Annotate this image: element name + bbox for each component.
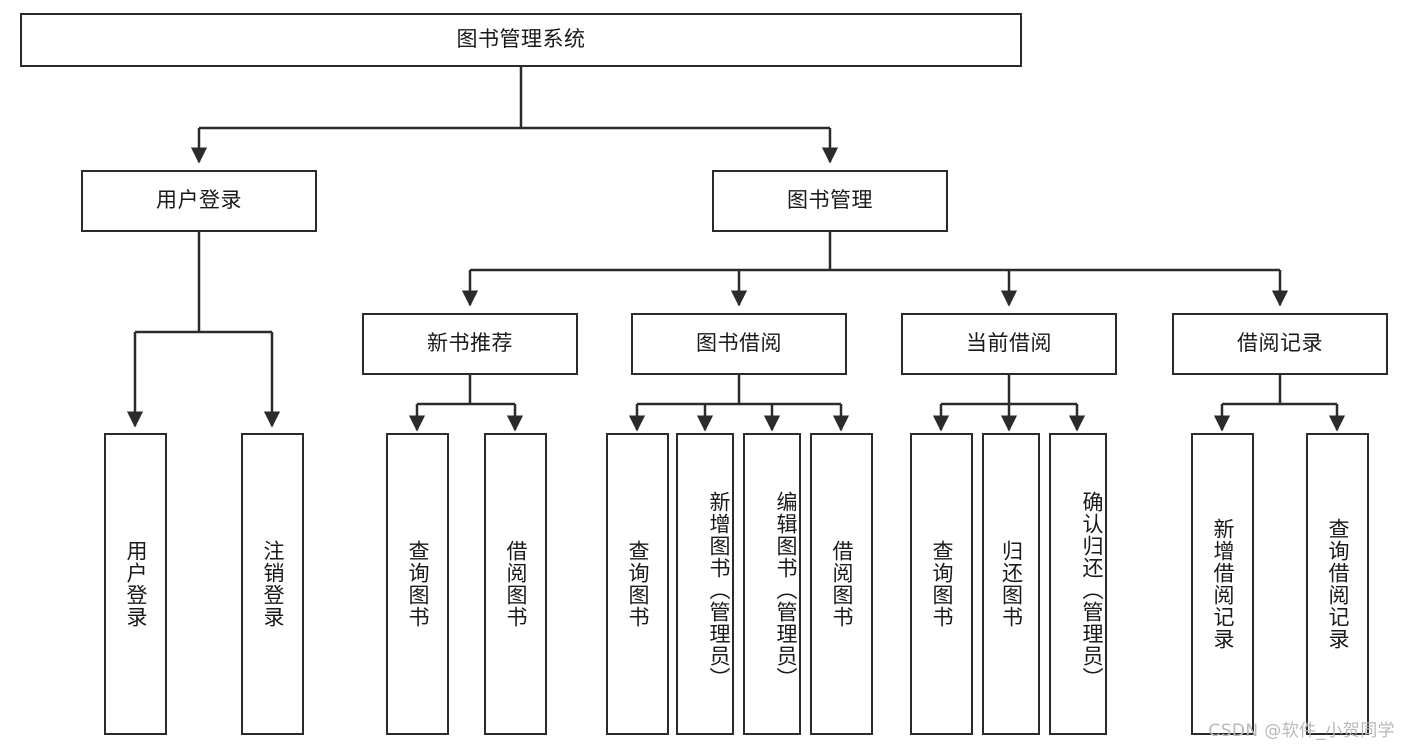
leaf-borrow-book[interactable]: 借阅图书 <box>810 433 873 735</box>
leaf-add-borrow-record[interactable]: 新增借阅记录 <box>1191 433 1254 735</box>
node-borrow-record[interactable]: 借阅记录 <box>1172 313 1388 375</box>
node-user-login[interactable]: 用户登录 <box>81 170 317 232</box>
leaf-confirm-return[interactable]: 确认归还（管理员） <box>1049 433 1107 735</box>
leaf-return-book[interactable]: 归还图书 <box>982 433 1040 735</box>
leaf-query-book-current[interactable]: 查询图书 <box>910 433 973 735</box>
node-book-borrow[interactable]: 图书借阅 <box>631 313 847 375</box>
node-current-borrow[interactable]: 当前借阅 <box>901 313 1117 375</box>
leaf-user-logout[interactable]: 注销登录 <box>241 433 304 735</box>
leaf-query-book-borrow[interactable]: 查询图书 <box>606 433 669 735</box>
node-new-book-recommend[interactable]: 新书推荐 <box>362 313 578 375</box>
watermark: CSDN @软件_小贺同学 <box>1208 721 1395 741</box>
leaf-query-borrow-record[interactable]: 查询借阅记录 <box>1306 433 1369 735</box>
leaf-query-book-recommend[interactable]: 查询图书 <box>386 433 449 735</box>
node-book-manage[interactable]: 图书管理 <box>712 170 948 232</box>
leaf-borrow-book-recommend[interactable]: 借阅图书 <box>484 433 547 735</box>
node-root[interactable]: 图书管理系统 <box>20 13 1022 67</box>
leaf-user-login[interactable]: 用户登录 <box>104 433 167 735</box>
leaf-add-book[interactable]: 新增图书（管理员） <box>676 433 734 735</box>
leaf-edit-book[interactable]: 编辑图书（管理员） <box>743 433 801 735</box>
